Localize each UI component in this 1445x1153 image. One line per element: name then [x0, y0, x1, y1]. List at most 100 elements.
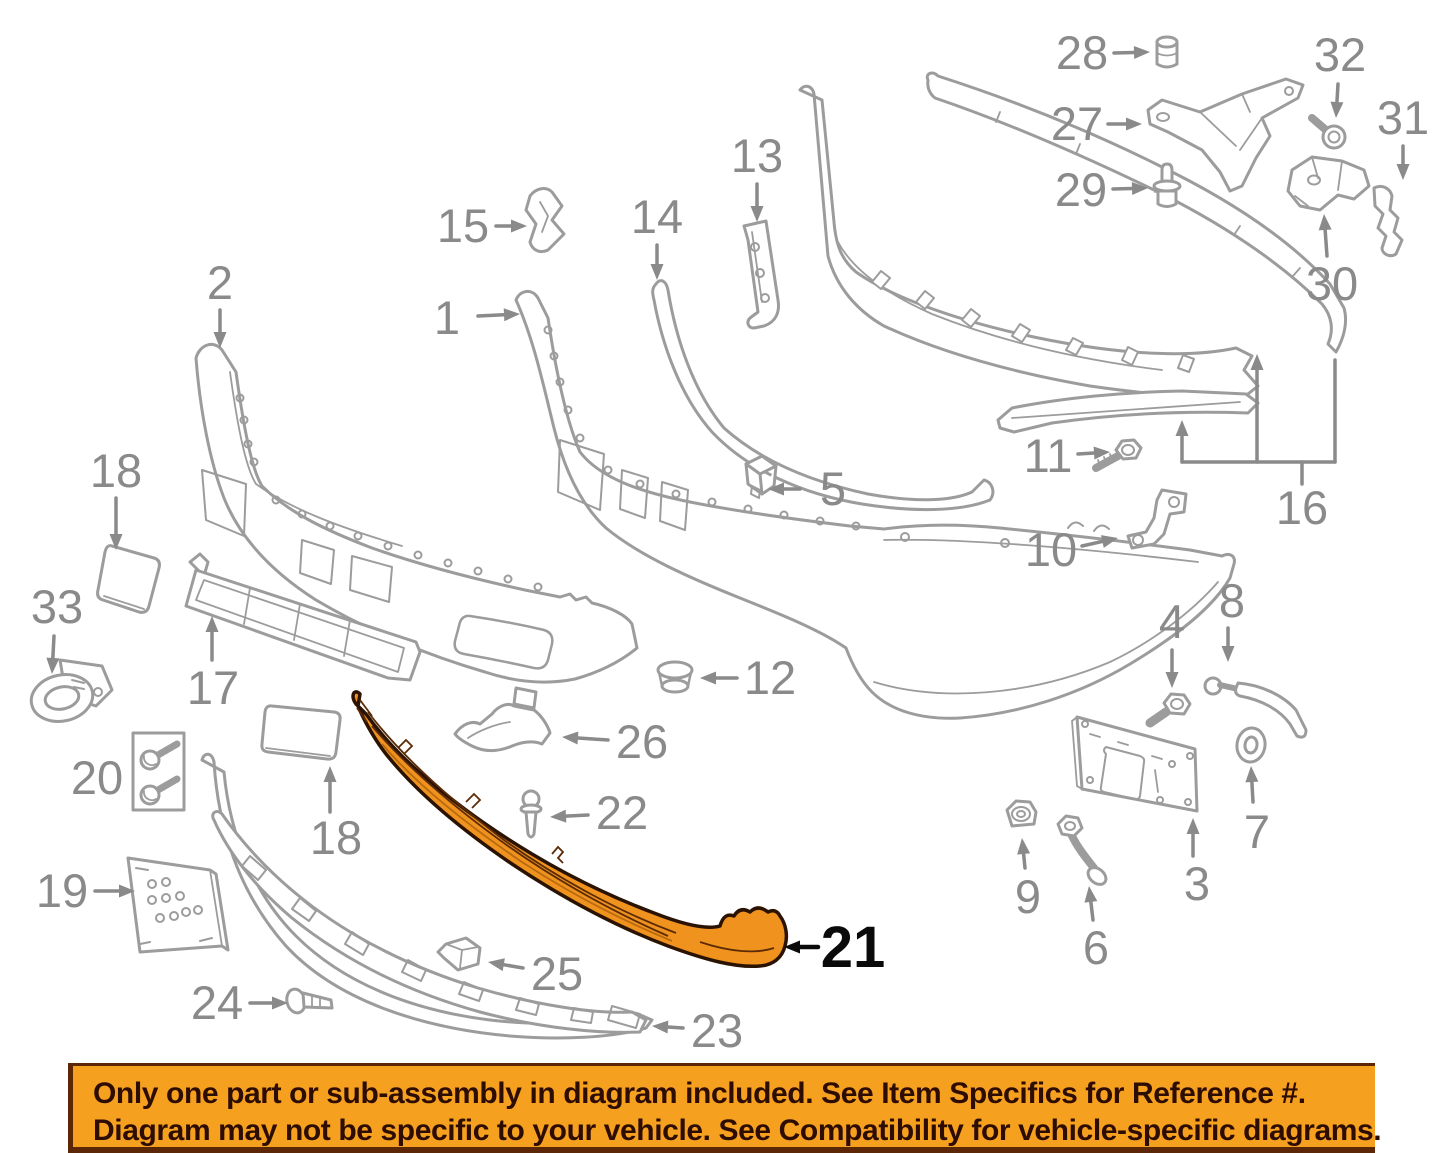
label-arrowhead [511, 219, 527, 233]
part-label-3: 3 [1184, 818, 1210, 910]
part-number-text: 27 [1051, 97, 1103, 150]
part-drawing-license-plate-bracket [126, 856, 230, 954]
part-number-text: 12 [744, 651, 796, 704]
part-number-text: 11 [1024, 429, 1073, 482]
part-label-24: 24 [191, 976, 288, 1029]
label-arrowhead [1221, 646, 1235, 662]
part-label-18-lower: 18 [310, 766, 362, 864]
highlighted-part-valance-reinforcement [351, 690, 789, 969]
label-arrowhead [750, 206, 764, 222]
part-labels-layer: 1234567891011121314151617181819202122232… [31, 26, 1429, 1057]
label-arrowhead [46, 657, 60, 674]
part-drawing-impact-absorber [211, 810, 648, 1034]
label-connector-line [476, 313, 506, 318]
part-drawing-bracket-31 [1372, 184, 1404, 258]
label-connector-line [576, 736, 610, 742]
part-drawing-bolt-11 [1092, 438, 1143, 472]
part-drawing-nut-28 [1155, 35, 1179, 69]
label-arrowhead [109, 534, 123, 550]
part-label-11: 11 [1024, 429, 1110, 482]
part-label-21: 21 [784, 915, 885, 980]
label-arrowhead [1175, 420, 1189, 436]
highlighted-part-detail-lines [356, 699, 775, 953]
disclaimer-line-2: Diagram may not be specific to your vehi… [93, 1114, 1382, 1147]
label-arrowhead [488, 958, 505, 972]
part-drawing-nut-9 [1005, 799, 1038, 828]
part-label-9: 9 [1015, 838, 1041, 923]
part-label-14: 14 [631, 190, 683, 280]
part-number-text: 25 [531, 947, 583, 1000]
label-arrowhead [768, 482, 784, 496]
part-number-text: 24 [191, 976, 243, 1029]
part-drawing-plug-12 [656, 660, 694, 694]
part-number-text: 26 [616, 715, 668, 768]
part-number-text: 3 [1184, 857, 1210, 910]
part-label-30: 30 [1306, 214, 1358, 310]
label-arrowhead [503, 308, 520, 322]
label-connector-line [1089, 900, 1095, 922]
label-arrowhead [1318, 214, 1332, 231]
disclaimer-banner: Only one part or sub-assembly in diagram… [68, 1063, 1382, 1153]
label-arrowhead [272, 996, 288, 1010]
label-connector-line [1335, 82, 1340, 104]
part-number-text: 17 [187, 661, 239, 714]
part-drawing-tow-hook-8 [1203, 676, 1308, 739]
part-drawing-bracket-27 [1146, 77, 1305, 193]
label-connector-line [502, 962, 525, 970]
part-drawing-stud-6 [1056, 814, 1108, 886]
part-label-12: 12 [700, 651, 796, 704]
part-label-2: 2 [207, 256, 233, 348]
part-number-text: 10 [1025, 523, 1077, 576]
part-drawing-bracket-30 [1286, 155, 1371, 212]
part-drawing-front-bumper-face-bar-left [194, 342, 639, 684]
part-number-text: 16 [1276, 481, 1328, 534]
label-arrowhead [550, 809, 567, 823]
part-label-32: 32 [1314, 28, 1366, 118]
part-number-text: 14 [631, 190, 683, 243]
part-drawing-bolt-4 [1145, 692, 1192, 728]
part-label-19: 19 [36, 864, 135, 917]
part-label-1: 1 [434, 291, 520, 344]
part-number-text: 7 [1244, 805, 1270, 858]
part-number-text: 28 [1056, 26, 1108, 79]
part-drawing-front-bumper-face-bar-center [514, 290, 1236, 720]
label-connector-line [1112, 50, 1136, 55]
part-drawing-lower-grille-strip [651, 279, 995, 512]
part-drawing-bolt-32 [1308, 114, 1347, 150]
part-number-text: 20 [71, 751, 123, 804]
part-label-4: 4 [1159, 595, 1185, 688]
part-drawing-bracket-10 [1126, 488, 1188, 550]
part-number-text: 18 [90, 444, 142, 497]
part-number-text: 5 [820, 462, 846, 515]
part-label-23: 23 [652, 1004, 743, 1057]
part-label-5: 5 [768, 462, 846, 515]
part-number-text: 31 [1377, 91, 1429, 144]
label-connector-line [666, 1025, 685, 1030]
part-drawing-air-deflector-strip [996, 389, 1260, 434]
part-label-22: 22 [550, 786, 648, 839]
label-arrowhead [205, 616, 219, 632]
label-arrowhead [1165, 672, 1179, 688]
label-connector-line [1080, 539, 1105, 548]
part-number-text: 8 [1219, 574, 1245, 627]
label-arrowhead [700, 671, 716, 685]
label-connector-line [51, 634, 56, 660]
part-drawing-stud-29 [1152, 162, 1182, 208]
part-number-text: 2 [207, 256, 233, 309]
part-number-text: 6 [1083, 921, 1109, 974]
label-arrowhead [1126, 117, 1142, 131]
part-drawing-bolt-22 [519, 789, 543, 839]
part-label-20: 20 [71, 751, 123, 804]
part-number-text: 19 [36, 864, 88, 917]
label-connector-line [1021, 852, 1027, 870]
part-drawing-support-bracket-26 [453, 686, 552, 752]
part-label-31: 31 [1377, 91, 1429, 180]
label-arrowhead [1084, 886, 1098, 903]
part-number-text: 21 [821, 915, 886, 980]
label-arrowhead [650, 264, 664, 280]
label-connector-line [1323, 228, 1329, 258]
part-label-15: 15 [437, 199, 527, 252]
part-drawing-air-deflector-panel [184, 552, 422, 682]
label-arrowhead [652, 1020, 669, 1034]
